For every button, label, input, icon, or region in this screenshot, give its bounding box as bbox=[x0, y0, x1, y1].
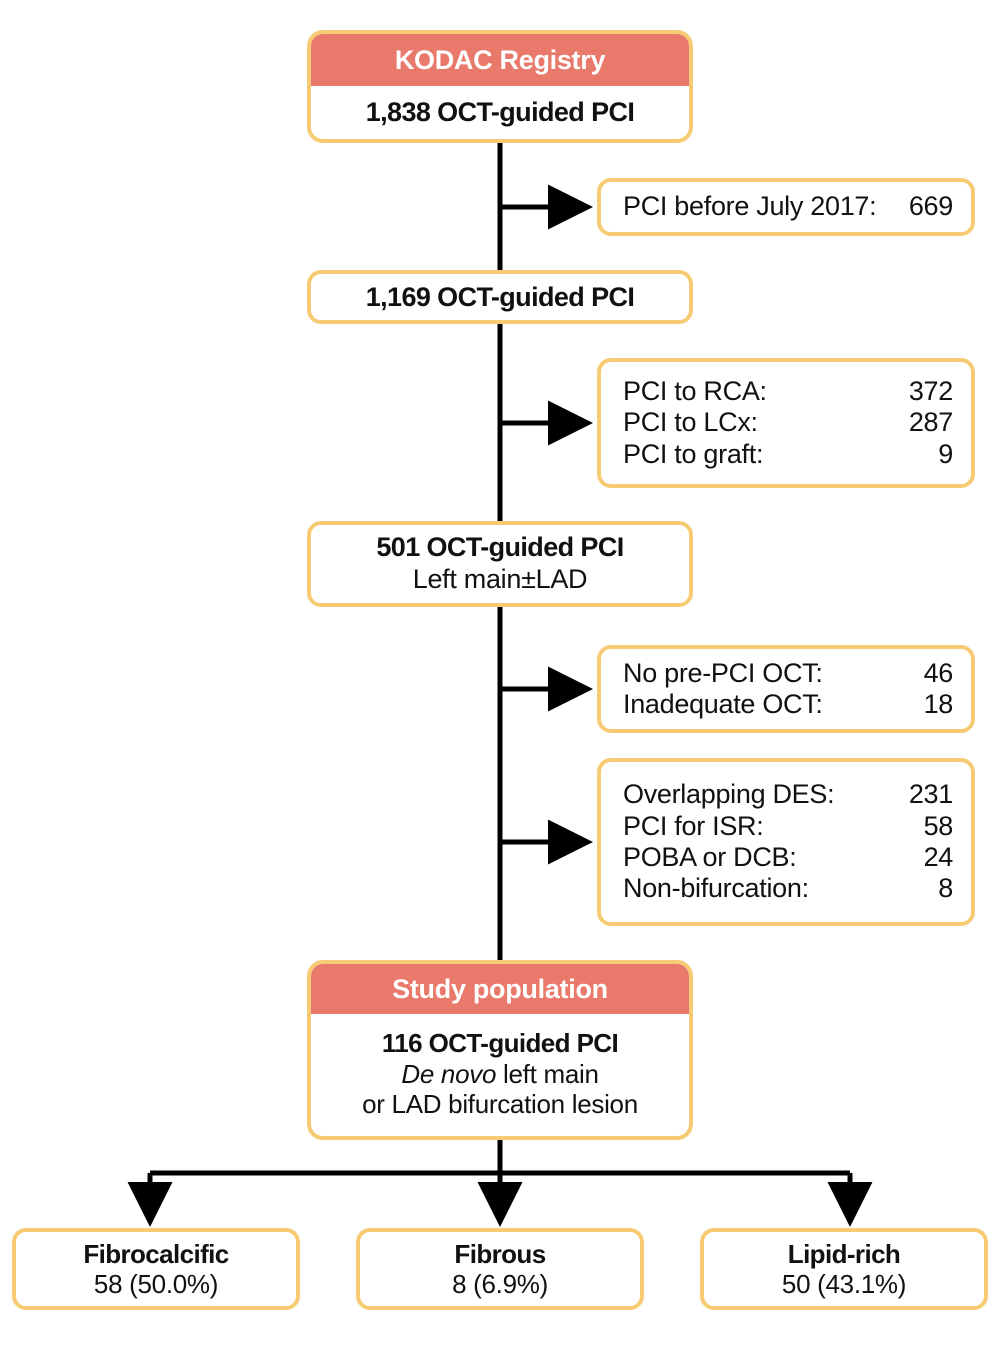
exclusion-rows: No pre-PCI OCT: 46 Inadequate OCT: 18 bbox=[601, 658, 971, 721]
exclusion-value: 287 bbox=[908, 407, 953, 438]
exclusion-label: PCI to LCx: bbox=[623, 407, 758, 438]
exclusion-label: Overlapping DES: bbox=[623, 779, 835, 810]
exclusion-row: PCI before July 2017: 669 bbox=[623, 191, 953, 222]
result-value: 58 (50.0%) bbox=[93, 1269, 219, 1299]
study-detail-line-1: De novo left main bbox=[401, 1058, 599, 1090]
stage3-body: 501 OCT-guided PCI Left main±LAD bbox=[311, 525, 689, 603]
exclusion-row: PCI to RCA: 372 bbox=[623, 376, 953, 407]
kodac-header-label: KODAC Registry bbox=[311, 34, 689, 86]
exclusion-label: Inadequate OCT: bbox=[623, 689, 823, 719]
node-kodac-registry: KODAC Registry 1,838 OCT-guided PCI bbox=[307, 30, 693, 143]
node-stage3: 501 OCT-guided PCI Left main±LAD bbox=[307, 521, 693, 607]
exclusion-label: No pre-PCI OCT: bbox=[623, 657, 823, 688]
exclusion-box-1: PCI before July 2017: 669 bbox=[597, 178, 975, 236]
result-label: Fibrocalcific bbox=[83, 1238, 229, 1269]
exclusion-row: POBA or DCB: 24 bbox=[623, 842, 953, 873]
kodac-count-label: 1,838 OCT-guided PCI bbox=[365, 97, 635, 127]
exclusion-value: 669 bbox=[908, 191, 953, 222]
exclusion-rows: PCI to RCA: 372 PCI to LCx: 287 PCI to g… bbox=[601, 376, 971, 470]
exclusion-row: PCI to graft: 9 bbox=[623, 439, 953, 470]
exclusion-value: 9 bbox=[938, 438, 953, 469]
exclusion-label: PCI to graft: bbox=[623, 438, 764, 469]
exclusion-value: 58 bbox=[923, 810, 954, 841]
result-box-fibrous: Fibrous 8 (6.9%) bbox=[356, 1228, 644, 1310]
study-detail-line-2: or LAD bifurcation lesion bbox=[362, 1089, 638, 1120]
kodac-body: 1,838 OCT-guided PCI bbox=[311, 86, 689, 139]
exclusion-label: Non-bifurcation: bbox=[623, 873, 809, 904]
exclusion-box-3: No pre-PCI OCT: 46 Inadequate OCT: 18 bbox=[597, 645, 975, 733]
exclusion-row: No pre-PCI OCT: 46 bbox=[623, 658, 953, 689]
exclusion-value: 18 bbox=[923, 689, 954, 719]
exclusion-label: PCI before July 2017: bbox=[623, 191, 877, 222]
exclusion-box-4: Overlapping DES: 231 PCI for ISR: 58 POB… bbox=[597, 758, 975, 926]
study-population-header-label: Study population bbox=[311, 964, 689, 1014]
exclusion-label: POBA or DCB: bbox=[623, 842, 797, 872]
exclusion-row: Inadequate OCT: 18 bbox=[623, 689, 953, 720]
exclusion-value: 8 bbox=[938, 873, 953, 904]
stage2-body: 1,169 OCT-guided PCI bbox=[311, 274, 689, 320]
study-detail-italic: De novo bbox=[401, 1058, 497, 1089]
exclusion-rows: PCI before July 2017: 669 bbox=[601, 191, 971, 222]
result-value: 50 (43.1%) bbox=[781, 1269, 907, 1299]
study-detail-rest: left main bbox=[496, 1058, 599, 1089]
node-stage2: 1,169 OCT-guided PCI bbox=[307, 270, 693, 324]
result-body: Lipid-rich 50 (43.1%) bbox=[704, 1232, 984, 1306]
exclusion-value: 46 bbox=[923, 657, 954, 688]
study-count-label: 116 OCT-guided PCI bbox=[381, 1027, 619, 1058]
exclusion-box-2: PCI to RCA: 372 PCI to LCx: 287 PCI to g… bbox=[597, 358, 975, 488]
exclusion-rows: Overlapping DES: 231 PCI for ISR: 58 POB… bbox=[601, 779, 971, 904]
result-label: Fibrous bbox=[454, 1238, 546, 1269]
exclusion-row: Non-bifurcation: 8 bbox=[623, 873, 953, 904]
result-body: Fibrocalcific 58 (50.0%) bbox=[16, 1232, 296, 1306]
exclusion-row: PCI for ISR: 58 bbox=[623, 811, 953, 842]
exclusion-row: PCI to LCx: 287 bbox=[623, 407, 953, 438]
exclusion-row: Overlapping DES: 231 bbox=[623, 779, 953, 810]
node-study-population: Study population 116 OCT-guided PCI De n… bbox=[307, 960, 693, 1140]
stage3-count-label: 501 OCT-guided PCI bbox=[376, 532, 624, 563]
result-value: 8 (6.9%) bbox=[452, 1269, 548, 1299]
exclusion-label: PCI to RCA: bbox=[623, 376, 767, 407]
exclusion-value: 372 bbox=[908, 376, 953, 407]
result-body: Fibrous 8 (6.9%) bbox=[360, 1232, 640, 1306]
result-box-lipid-rich: Lipid-rich 50 (43.1%) bbox=[700, 1228, 988, 1310]
exclusion-value: 24 bbox=[923, 842, 954, 872]
study-population-body: 116 OCT-guided PCI De novo left main or … bbox=[311, 1014, 689, 1136]
exclusion-label: PCI for ISR: bbox=[623, 810, 764, 841]
exclusion-value: 231 bbox=[908, 779, 953, 810]
result-box-fibrocalcific: Fibrocalcific 58 (50.0%) bbox=[12, 1228, 300, 1310]
stage3-detail-label: Left main±LAD bbox=[412, 564, 588, 594]
stage2-count-label: 1,169 OCT-guided PCI bbox=[365, 281, 635, 312]
result-label: Lipid-rich bbox=[787, 1238, 901, 1269]
